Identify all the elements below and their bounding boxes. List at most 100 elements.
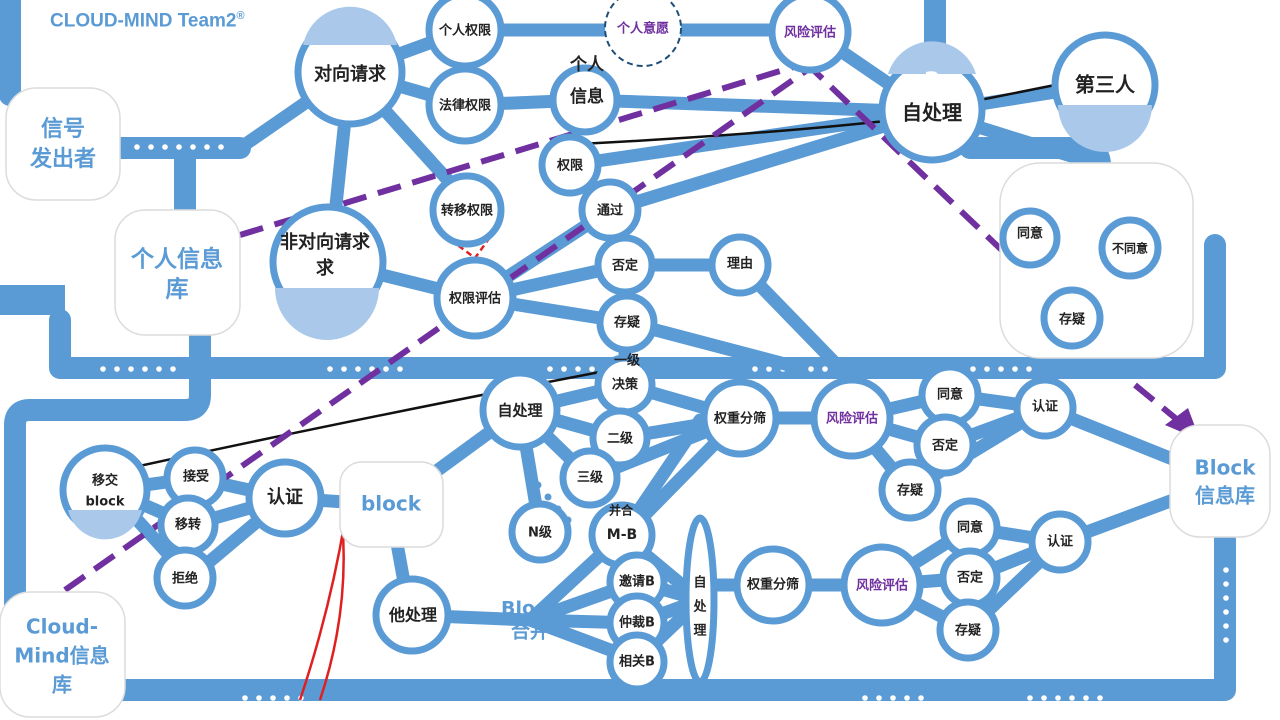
third-party-label: 第三人 [1075,73,1136,97]
self-process-vertical-label-1: 自 [693,575,706,591]
related-b-label: 相关B [619,654,655,670]
doubt-mid-node [878,458,942,522]
non-directed-request-label-2: 求 [316,257,335,279]
cloud-mind-db-label-1: Cloud- [26,615,98,639]
deny-top-node [594,234,656,296]
certify-mid-label: 认证 [1032,399,1058,415]
doubt-right-label: 存疑 [1059,312,1085,328]
self-process-top-label: 自处理 [902,101,962,125]
level-n-node [508,500,572,564]
red-lines [298,238,491,701]
certify-mid-node [1013,376,1077,440]
signal-sender-label-1: 信号 [41,116,85,142]
risk-mid-label: 风险评估 [826,411,878,427]
self-process-mid-node [479,369,561,451]
level-three-label: 三级 [577,470,604,486]
personal-info-label-1: 个人 [569,54,605,75]
left-stub [0,285,65,315]
merge-prefix-label: 并合 [609,503,634,518]
self-process-top-number: 3 [924,67,941,95]
invite-b-label: 邀请B [619,574,655,590]
level-one-prefix-label: 一级 [614,353,641,369]
agree-mid-label: 同意 [937,387,963,403]
risk-top-label: 风险评估 [784,25,836,41]
risk-top-node [768,0,852,74]
self-process-vertical-label-3: 理 [693,624,706,639]
personal-will-label: 个人意愿 [616,21,669,37]
personal-info-db-label-1: 个人信息 [131,246,223,273]
reject-label: 拒绝 [172,571,198,587]
directed-request-label: 对向请求 [314,63,387,85]
doubt-top-node [596,292,658,354]
weight-split-1-label: 权重分筛 [713,411,766,427]
level-three-node [559,447,621,509]
doubt-top-label: 存疑 [614,315,640,331]
block-label: block [361,492,422,516]
transfer-right-node [429,172,505,248]
risk-low-label: 风险评估 [856,578,908,594]
block-merge-label-2: 合并 [511,620,549,643]
right-eval-node [433,256,517,340]
reason-node [708,233,772,297]
cloud-mind-db-box [0,591,126,718]
self-process-vertical-node [682,514,718,686]
personal-info-label-2: 信息 [570,86,604,107]
accept-label: 接受 [183,469,209,485]
other-process-label: 他处理 [388,606,437,625]
risk-mid-node [810,376,894,460]
personal-info-node [549,64,621,136]
other-process-node [372,575,452,655]
mb-label: M-B [607,527,637,543]
cloud-mind-db-label-3: 库 [52,673,72,697]
decision-label: 决策 [612,377,639,393]
disagree-right-label: 不同意 [1112,241,1148,256]
arbitrate-b-label: 仲裁B [619,615,655,631]
deny-mid-node [913,413,977,477]
block-db-label-1: Block [1195,456,1257,480]
personal-will-node [604,0,682,67]
block-merge-label-1: Block [501,598,559,620]
self-process-mid-label: 自处理 [497,402,542,420]
cloud-mind-db-label-2: Mind信息 [14,644,109,668]
weight-split-2-label: 权重分筛 [746,577,799,593]
reject-node [153,546,217,610]
reason-label: 理由 [727,256,753,272]
doubt-low-node [936,598,1000,662]
level-two-label: 二级 [607,431,634,447]
transfer-block-label-2: block [85,495,124,510]
transfer-right-label: 转移权限 [441,203,494,219]
agree-low-label: 同意 [957,520,983,536]
right-eval-label: 权限评估 [448,291,501,307]
personal-info-db-box [114,209,241,336]
right-label: 权限 [556,158,584,174]
ellipsis-dots [534,481,572,524]
legal-right-label: 法律权限 [439,98,492,114]
signal-sender-label-2: 发出者 [29,146,96,172]
weight-split-2-node [733,545,813,625]
block-box [339,461,444,548]
right-node [538,133,602,197]
bus-connector [4,319,1236,701]
certify-left-node [245,458,325,538]
related-b-node [606,631,668,693]
level-two-node [589,407,651,469]
doubt-low-label: 存疑 [955,623,981,639]
certify-left-label: 认证 [267,486,303,508]
deny-top-label: 否定 [611,258,638,274]
deny-low-label: 否定 [956,570,983,586]
personal-info-db-label-2: 库 [166,277,189,303]
doubt-right-node [1040,286,1104,350]
risk-low-node [840,543,924,627]
legal-right-node [425,65,505,145]
deny-mid-label: 否定 [931,438,958,454]
transfer-block-label-1: 移交 [92,473,118,489]
certify-low-node [1028,510,1092,574]
self-process-vertical-label-2: 处 [692,599,707,615]
signal-sender-box [5,87,121,201]
personal-right-label: 个人权限 [438,23,492,39]
labels: 信号 发出者 个人信息 库 Cloud- Mind信息 库 Block 信息库 … [14,21,1256,697]
doubt-mid-label: 存疑 [897,483,923,499]
weight-split-1-node [700,378,780,458]
